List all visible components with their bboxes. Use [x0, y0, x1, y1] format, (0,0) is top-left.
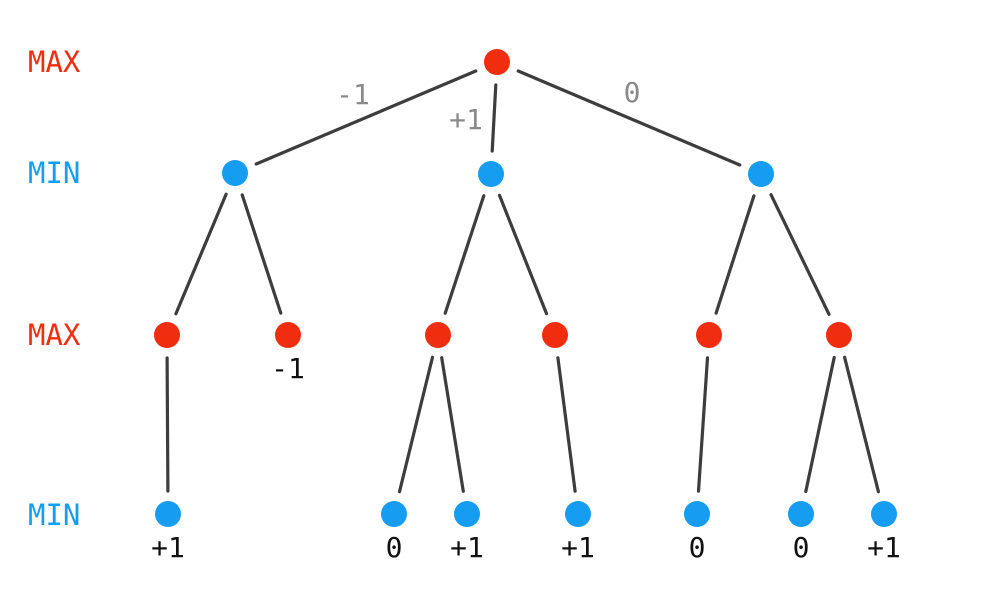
tree-edge-min2-max2a	[443, 194, 486, 315]
tree-edge-max2a-leaf3	[440, 356, 465, 493]
tree-edge-min3-max3a	[714, 194, 756, 315]
node-value-label-max1b: -1	[271, 352, 305, 385]
min-node-min3	[748, 161, 774, 187]
row-label-min-3: MIN	[28, 498, 80, 532]
edge-label-root-min1: -1	[336, 78, 370, 111]
tree-edge-max2a-leaf2	[397, 355, 435, 494]
tree-edge-root-min1	[254, 69, 478, 166]
edge-label-root-min3: 0	[624, 76, 641, 109]
edge-label-root-min2: +1	[449, 103, 483, 136]
min-node-leaf4	[565, 501, 591, 527]
node-value-label-leaf6: 0	[793, 531, 810, 564]
node-value-label-leaf3: +1	[450, 531, 484, 564]
row-label-max-2: MAX	[28, 318, 81, 352]
node-value-label-leaf2: 0	[386, 531, 403, 564]
min-node-min1	[222, 160, 248, 186]
max-node-root	[484, 49, 510, 75]
min-node-leaf1	[155, 501, 181, 527]
max-node-max3b	[826, 322, 852, 348]
max-node-max2a	[425, 322, 451, 348]
max-node-max2b	[542, 322, 568, 348]
tree-edge-max1a-leaf1	[165, 356, 170, 493]
tree-edge-min1-max1b	[240, 193, 283, 315]
min-node-min2	[478, 161, 504, 187]
row-label-min-1: MIN	[28, 156, 80, 190]
tree-edge-root-min2	[490, 83, 498, 153]
min-node-leaf3	[454, 501, 480, 527]
tree-edge-max3b-leaf7	[842, 355, 881, 494]
tree-edge-max2b-leaf4	[556, 356, 577, 493]
tree-edge-min3-max3b	[769, 193, 831, 316]
node-value-label-leaf1: +1	[151, 531, 185, 564]
tree-edge-max3b-leaf6	[804, 355, 836, 494]
min-node-leaf6	[788, 501, 814, 527]
max-node-max1b	[275, 322, 301, 348]
node-value-label-leaf7: +1	[867, 531, 901, 564]
tree-edge-max3a-leaf5	[696, 356, 710, 493]
tree-edge-min2-max2b	[497, 193, 549, 316]
max-node-max3a	[696, 322, 722, 348]
tree-edge-min1-max1a	[174, 192, 228, 316]
max-node-max1a	[154, 322, 180, 348]
node-value-label-leaf4: +1	[561, 531, 595, 564]
min-node-leaf7	[871, 501, 897, 527]
min-node-leaf2	[381, 501, 407, 527]
node-value-label-leaf5: 0	[689, 531, 706, 564]
min-node-leaf5	[684, 501, 710, 527]
row-label-max-0: MAX	[28, 45, 81, 79]
tree-edge-root-min3	[516, 69, 742, 167]
